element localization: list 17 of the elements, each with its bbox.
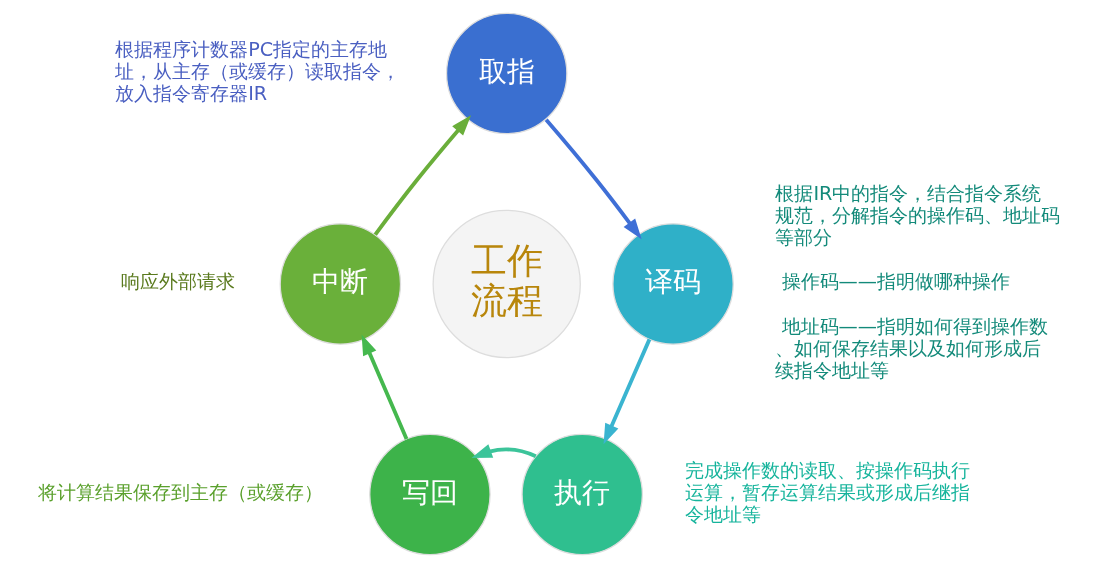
node-label: 完成操作数的读取、按操作码执行运算，暂存运算结果或形成后继指令地址等 <box>684 459 970 526</box>
arrow <box>603 338 652 445</box>
arrow <box>471 444 537 458</box>
arrow <box>544 118 642 240</box>
node-label: 操作码——指明做哪种操作 <box>781 270 1010 294</box>
arrow <box>361 334 409 440</box>
node-label: 响应外部请求 <box>120 270 235 294</box>
node-label: 根据程序计数器PC指定的主存地址，从主存（或缓存）读取指令，放入指令寄存器IR <box>115 38 401 105</box>
node-label: 将计算结果保存到主存（或缓存） <box>38 480 324 504</box>
node-circle: 中断 <box>279 223 402 345</box>
node-label: 根据IR中的指令，结合指令系统规范，分解指令的操作码、地址码等部分 <box>775 182 1061 249</box>
node-label: 地址码——指明如何得到操作数、如何保存结果以及如何形成后续指令地址等 <box>775 315 1048 382</box>
node-circle: 写回 <box>369 433 491 556</box>
node-circle: 执行 <box>521 433 643 556</box>
arrow <box>373 115 472 236</box>
node-circle: 工作流程 <box>432 209 581 359</box>
node-circle: 译码 <box>612 223 734 345</box>
